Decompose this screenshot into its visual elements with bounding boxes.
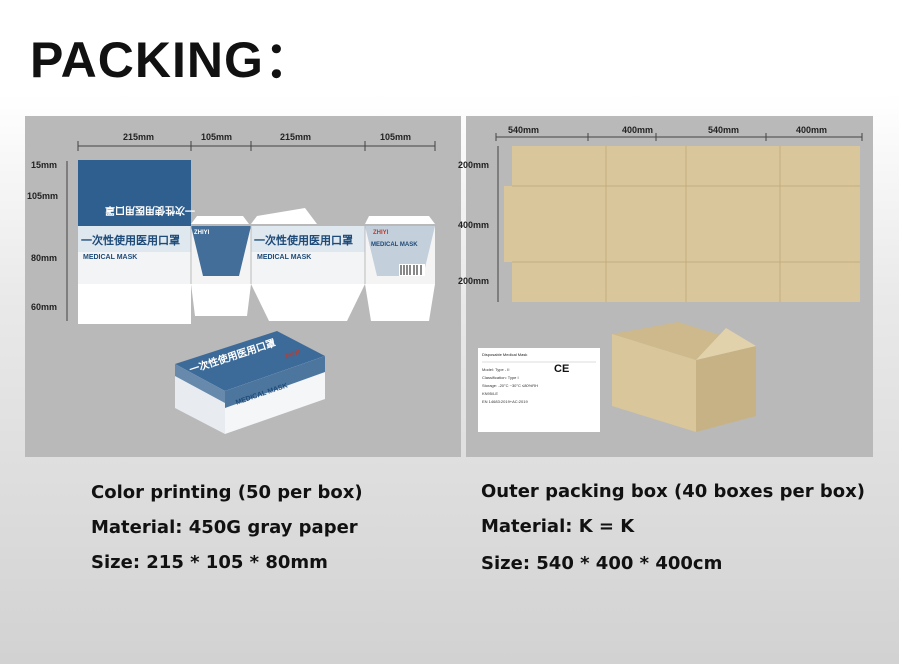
print-cn-back: 一次性使用医用口罩 — [254, 234, 353, 247]
label-lines: Model: Type - II Classification: Type I … — [482, 366, 550, 406]
label-title: Disposable Medical Mask — [482, 352, 528, 357]
print-brand-side-2: ZHIYI — [373, 230, 389, 236]
label-line: Storage: -20°C ~30°C ≤80%RH — [482, 383, 538, 388]
color-box-caption-2: Material: 450G gray paper — [91, 517, 358, 538]
print-cn-top: 一次性使用医用口罩 — [105, 204, 195, 215]
color-box-caption-3: Size: 215 * 105 * 80mm — [91, 552, 328, 573]
color-box-dieline-panel: 215mm 105mm 215mm 105mm 15mm 105mm 80mm … — [25, 116, 461, 457]
outer-dim-top-3: 540mm — [708, 125, 740, 135]
dim-left-2: 105mm — [27, 191, 59, 201]
outer-dim-top-4: 400mm — [796, 125, 828, 135]
dim-top-4: 105mm — [380, 132, 412, 142]
outer-dim-left-3: 200mm — [458, 276, 490, 286]
ce-mark: CE — [554, 363, 570, 375]
outer-box-caption-3: Size: 540 * 400 * 400cm — [481, 553, 723, 574]
outer-box-panel: 540mm 400mm 540mm 400mm 200mm 400mm 200m… — [458, 116, 873, 457]
page-title: PACKING： — [30, 32, 315, 88]
color-box-dieline-illustration — [66, 141, 436, 434]
print-en-front: MEDICAL MASK — [83, 254, 138, 261]
label-line: Model: Type - II — [482, 367, 510, 372]
dim-left-1: 15mm — [31, 160, 58, 170]
label-line: KN95/LE — [482, 391, 499, 396]
outer-dim-left-1: 200mm — [458, 160, 490, 170]
dim-top-2: 105mm — [201, 132, 233, 142]
dim-top-3: 215mm — [280, 132, 312, 142]
print-en-back: MEDICAL MASK — [257, 254, 312, 261]
outer-box-caption-2: Material: K = K — [481, 516, 635, 537]
color-box-caption-1: Color printing (50 per box) — [91, 482, 363, 503]
dim-left-4: 60mm — [31, 302, 58, 312]
outer-box-caption-1: Outer packing box (40 boxes per box) — [481, 481, 865, 502]
outer-dim-top-1: 540mm — [508, 125, 540, 135]
label-line: EN 14683:2019+AC:2019 — [482, 399, 528, 404]
print-cn-front: 一次性使用医用口罩 — [81, 234, 180, 247]
label-line: Classification: Type I — [482, 375, 519, 380]
dim-top-1: 215mm — [123, 132, 155, 142]
outer-dim-left-2: 400mm — [458, 220, 490, 230]
dim-left-3: 80mm — [31, 253, 58, 263]
outer-dim-top-2: 400mm — [622, 125, 654, 135]
print-en-side: MEDICAL MASK — [371, 242, 418, 248]
outer-box-illustration — [478, 133, 863, 432]
print-brand-side: ZHIYI — [194, 230, 210, 236]
